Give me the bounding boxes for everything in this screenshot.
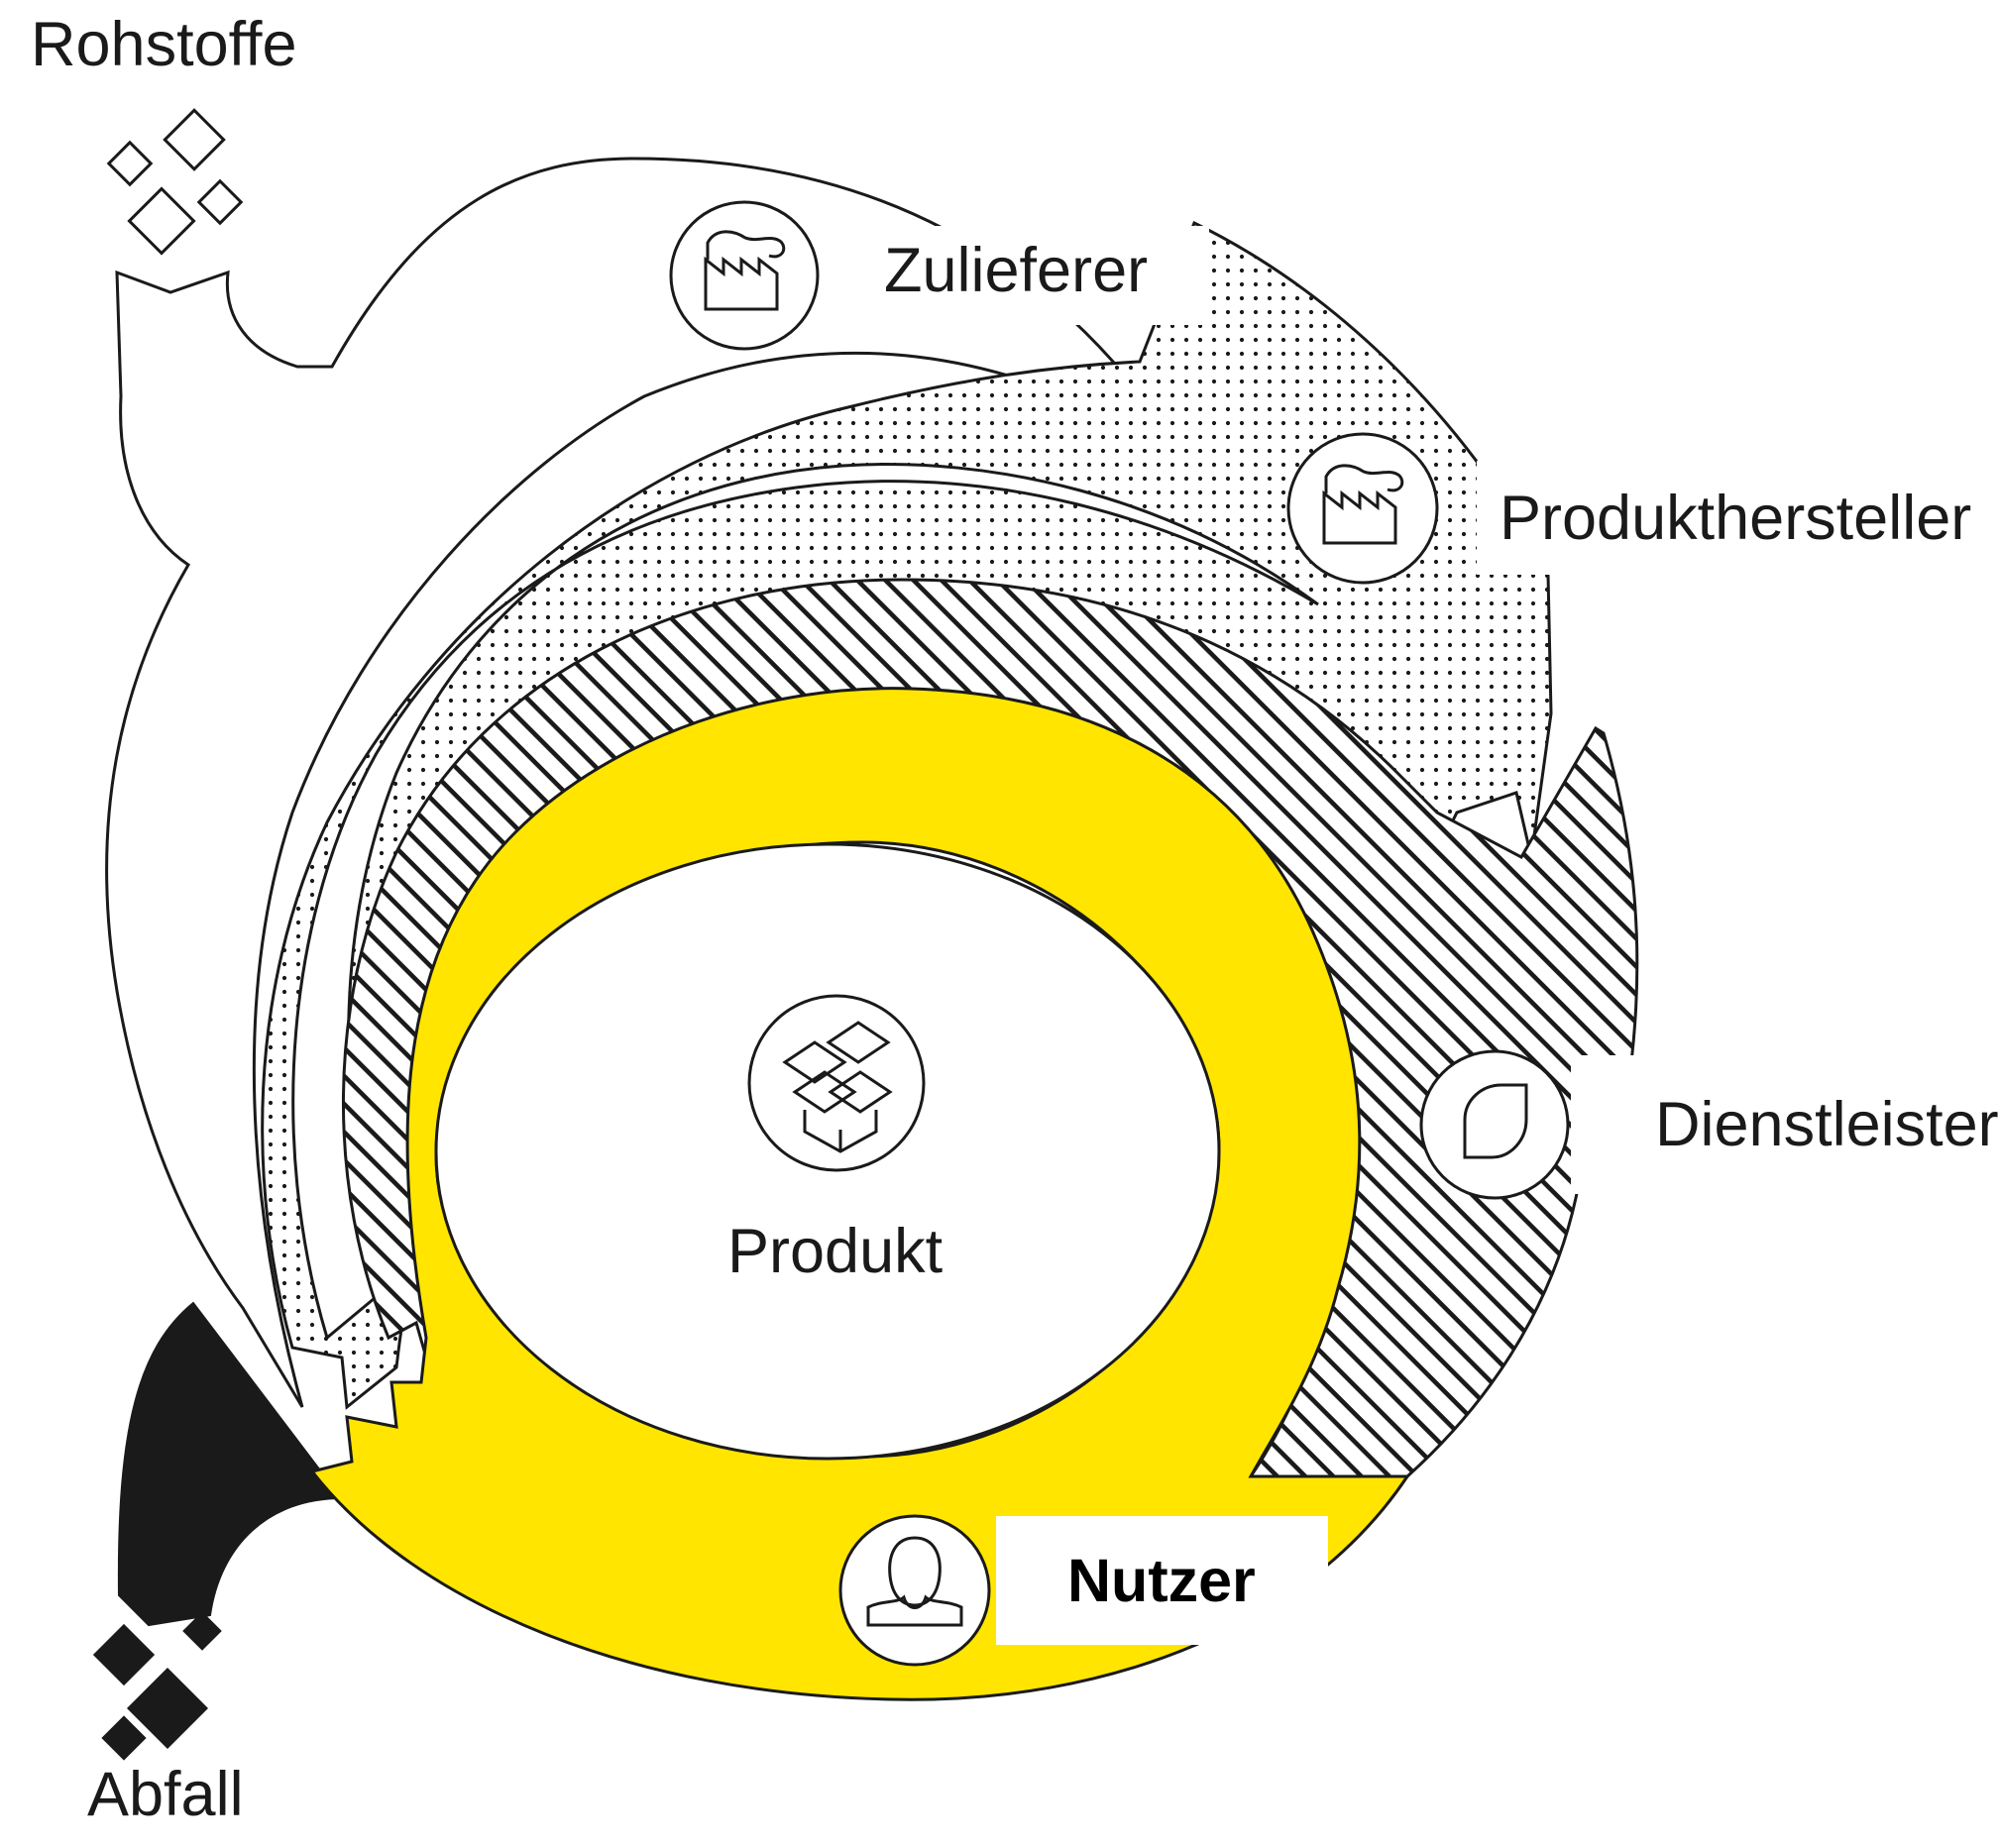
open-box-icon	[747, 994, 926, 1172]
diamonds-filled-icon	[92, 1611, 222, 1761]
supplier-ribbon	[105, 157, 1186, 1408]
manufacturers-label: Produkthersteller	[1500, 484, 1972, 553]
manufacturer-label-box	[1477, 461, 1992, 575]
product-label: Produkt	[727, 1217, 944, 1286]
waste-stream	[117, 1301, 345, 1627]
service-providers-label: Dienstleister	[1655, 1090, 1999, 1159]
waste-label: Abfall	[87, 1760, 244, 1829]
inner-white-band	[291, 463, 1319, 1341]
leaf-icon	[1419, 1049, 1570, 1200]
factory-icon	[669, 200, 820, 351]
user-label-box	[996, 1516, 1328, 1645]
supplier-label-box	[872, 226, 1209, 325]
users-label: Nutzer	[1067, 1547, 1256, 1614]
person-icon	[838, 1514, 991, 1667]
suppliers-label: Zulieferer	[884, 236, 1149, 305]
diamonds-outline-icon	[106, 108, 244, 256]
raw-materials-label: Rohstoffe	[31, 10, 297, 79]
factory-icon	[1286, 432, 1439, 585]
service-label-box	[1571, 1055, 1997, 1194]
